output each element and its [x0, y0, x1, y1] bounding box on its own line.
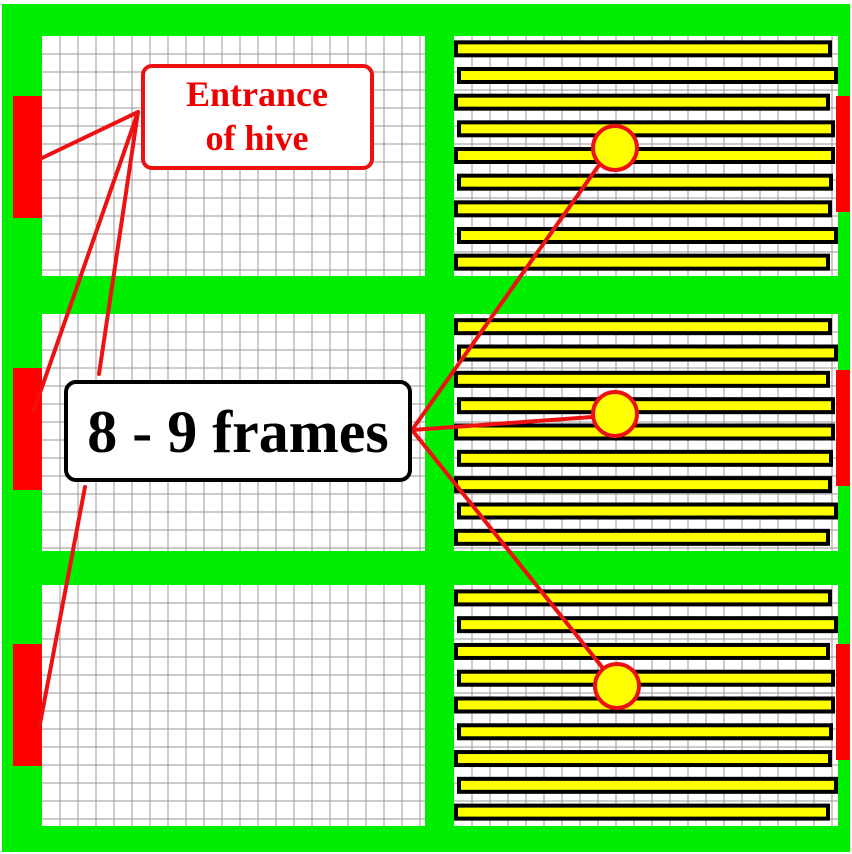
hive-frame [454, 528, 830, 546]
entrance-label-line1: Entrance [186, 74, 328, 114]
hive-frame [457, 397, 835, 415]
frame-markers [591, 124, 641, 710]
hive-frame [457, 120, 835, 138]
hive-frame [457, 723, 833, 741]
hive-frame [454, 750, 832, 768]
entrance-callout: Entrance of hive [141, 64, 374, 170]
hive-frame [454, 370, 830, 388]
entrances [13, 96, 850, 766]
hive-frame [454, 696, 835, 714]
entrance-pointer-line [40, 110, 140, 160]
entrance-label-line2: of hive [206, 118, 309, 158]
entrance-pointer-line [32, 110, 140, 412]
hive-frame [457, 616, 838, 634]
hive-frame [457, 344, 838, 362]
hive-frame [457, 67, 838, 84]
grid-panel-3 [42, 585, 425, 826]
hive-frame [457, 227, 838, 244]
left-entrance [13, 96, 42, 218]
hive-frame [454, 147, 835, 164]
hive-frame [454, 476, 832, 494]
frame-panel-2 [454, 314, 838, 551]
entrance-pointer-line [38, 485, 87, 726]
hive-frame [457, 776, 838, 794]
hive-frame [454, 200, 832, 218]
hive-frame [454, 589, 832, 607]
entrance-callout-box [141, 64, 374, 170]
frames-callout: 8 - 9 frames [64, 380, 412, 482]
hive-frame [454, 642, 830, 660]
left-entrance [13, 644, 42, 766]
frames-pointer-line [410, 414, 608, 432]
frame-panel-3 [454, 585, 838, 826]
hive-frame [454, 318, 832, 336]
pointer-lines [32, 110, 608, 726]
hive-frame [457, 669, 835, 687]
hive-frame [454, 40, 832, 58]
frame-marker-circle [591, 124, 639, 172]
frame-panels [454, 36, 838, 826]
left-entrance [13, 368, 42, 490]
right-entrance [836, 370, 850, 486]
frames-callout-box [64, 380, 412, 482]
frames-pointer-line [410, 156, 606, 432]
frames-pointer-line [410, 428, 608, 674]
frame-marker-circle [591, 390, 639, 438]
frame-panel-1 [454, 36, 838, 276]
entrance-pointer-line [97, 110, 140, 376]
hive-frame [457, 449, 833, 467]
hive-frame [454, 253, 830, 271]
frame-marker-circle [593, 662, 641, 710]
right-entrance [836, 96, 850, 212]
hive-frame [454, 93, 830, 111]
right-entrance [836, 644, 850, 760]
hive-frame [454, 803, 830, 821]
hive-frame [457, 502, 838, 520]
hive-frame [454, 423, 835, 441]
frames-label: 8 - 9 frames [87, 399, 389, 465]
hive-frame [457, 173, 833, 191]
grid-panel-bg [42, 585, 425, 826]
